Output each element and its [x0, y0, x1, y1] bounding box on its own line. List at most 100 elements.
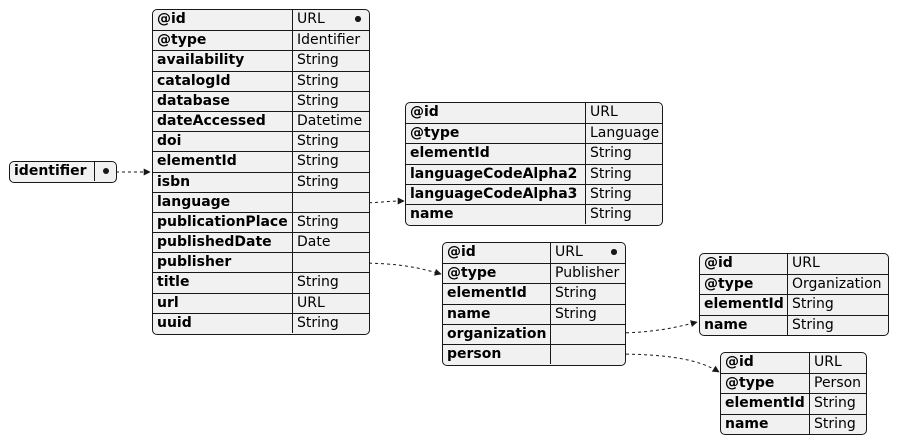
field-name: database — [153, 91, 293, 111]
connector-dot — [611, 249, 617, 255]
field-type: String — [792, 316, 834, 333]
field-type: Publisher — [555, 265, 620, 282]
field-type — [293, 193, 369, 212]
field-name: @type — [443, 264, 551, 284]
field-name: @type — [406, 124, 586, 144]
link-person-to-table — [613, 353, 720, 373]
field-type: URL — [590, 104, 618, 120]
field-type: String — [297, 274, 339, 291]
field-type: URL — [792, 255, 820, 271]
field-type: String — [555, 285, 597, 302]
table-row: publisher — [153, 16, 369, 273]
table-row: organization — [443, 249, 625, 344]
field-name: @type — [153, 31, 293, 51]
field-name: @id — [700, 254, 788, 275]
field-type: String — [297, 173, 339, 190]
field-name: catalogId — [153, 71, 293, 91]
field-name: dateAccessed — [153, 111, 293, 132]
field-type: Datetime — [297, 112, 363, 129]
field-type — [293, 253, 369, 272]
root-node-label: identifier — [10, 162, 95, 181]
field-type — [551, 325, 625, 344]
field-type: String — [590, 205, 632, 222]
field-name: @id — [406, 103, 586, 124]
field-type: Language — [590, 125, 660, 142]
link-organization-to-table — [613, 320, 698, 334]
root-node-identifier[interactable]: identifier — [9, 161, 117, 183]
field-name: publishedDate — [153, 233, 293, 253]
field-name: name — [443, 304, 551, 324]
field-name: url — [153, 293, 293, 313]
field-type: String — [590, 185, 632, 202]
field-type: URL — [297, 11, 325, 27]
field-type: Organization — [792, 276, 882, 293]
field-name: elementId — [443, 284, 551, 304]
field-name: languageCodeAlpha2 — [406, 164, 586, 184]
field-name: @id — [153, 10, 293, 31]
field-name: @type — [721, 374, 810, 394]
field-type: String — [297, 92, 339, 109]
field-type: URL — [297, 294, 325, 311]
field-type: String — [297, 213, 339, 230]
field-name: publicationPlace — [153, 212, 293, 233]
field-name: publisher — [153, 253, 293, 273]
field-type: String — [590, 165, 632, 182]
field-type: String — [297, 133, 339, 150]
field-name: name — [406, 204, 586, 225]
field-type: String — [814, 415, 856, 432]
field-name: languageCodeAlpha3 — [406, 184, 586, 204]
field-type: String — [297, 314, 339, 331]
field-name: elementId — [700, 295, 788, 315]
field-name: elementId — [406, 144, 586, 164]
field-type: String — [297, 72, 339, 89]
field-type: String — [814, 395, 856, 412]
field-name: isbn — [153, 172, 293, 192]
field-name: name — [721, 414, 810, 434]
field-name: uuid — [153, 313, 293, 333]
field-type — [551, 345, 625, 364]
field-type: Identifier — [297, 32, 361, 49]
field-type: String — [297, 153, 339, 170]
field-name: elementId — [153, 152, 293, 172]
field-type: String — [590, 145, 632, 162]
field-type: URL — [555, 244, 583, 260]
field-type: Person — [814, 375, 862, 392]
field-name: @id — [443, 243, 551, 264]
field-type: String — [792, 296, 834, 313]
field-name: @id — [721, 353, 810, 374]
connector-dot — [355, 16, 361, 22]
